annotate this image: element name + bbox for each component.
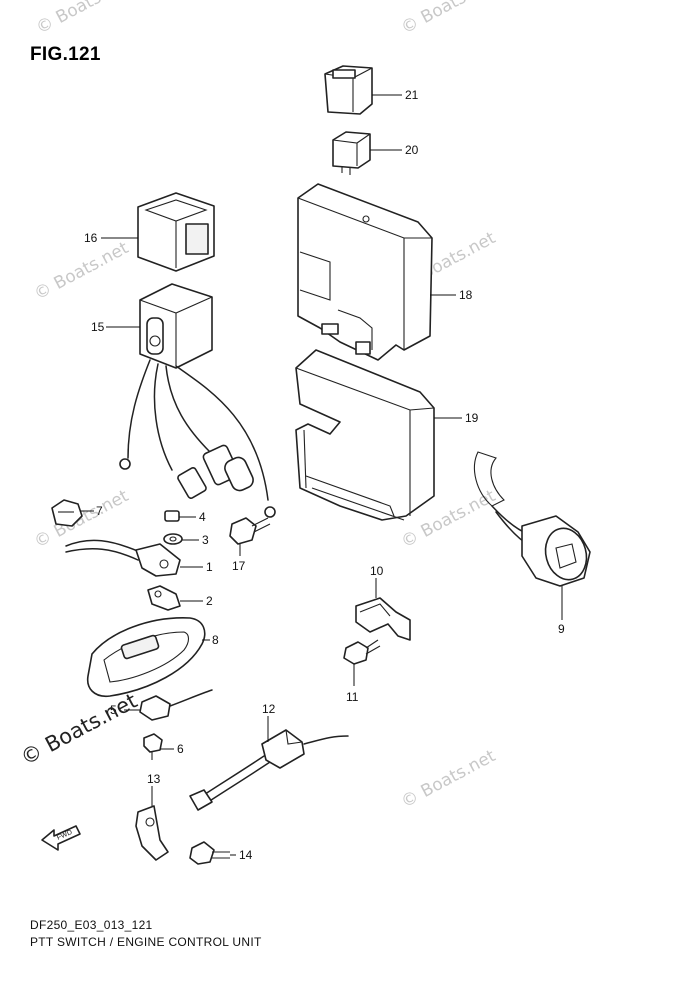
callout-18: 18 [459, 288, 473, 302]
callout-2: 2 [206, 594, 213, 608]
part-11-bolt: 11 [343, 639, 381, 704]
callout-1: 1 [206, 560, 213, 574]
watermark: © Boats.net [398, 0, 499, 38]
watermark: © Boats.net [398, 746, 499, 813]
part-8-housing: 8 [86, 617, 219, 698]
watermark: © Boats.net [33, 0, 134, 38]
callout-16: 16 [84, 231, 98, 245]
part-4-bolt: 4 [164, 510, 206, 524]
part-15-harness: 15 [91, 283, 276, 518]
part-16-cover: 16 [84, 192, 215, 272]
part-18-ecu: 18 [297, 183, 473, 361]
part-1-sensor: 1 [65, 539, 213, 577]
callout-19: 19 [465, 411, 479, 425]
part-12-harness: 12 [189, 702, 349, 811]
callout-8: 8 [212, 633, 219, 647]
callout-9: 9 [558, 622, 565, 636]
figure-name: PTT SWITCH / ENGINE CONTROL UNIT [30, 935, 262, 949]
callout-20: 20 [405, 143, 419, 157]
part-14-bolt: 14 [189, 841, 253, 865]
callout-5: 5 [110, 703, 117, 717]
forward-arrow-icon: FWD [41, 825, 81, 851]
part-17-bolt: 17 [229, 517, 271, 573]
callout-13: 13 [147, 772, 161, 786]
part-21-relay: 21 [324, 65, 419, 115]
part-10-bracket: 10 [355, 564, 411, 641]
callout-17: 17 [232, 559, 246, 573]
part-13-clamp: 13 [135, 772, 169, 861]
part-20-relay: 20 [332, 131, 419, 175]
part-2-bracket: 2 [147, 585, 213, 611]
callout-4: 4 [199, 510, 206, 524]
part-9-ptt-switch: 9 [474, 451, 591, 636]
part-5-switch: 5 [110, 689, 213, 721]
part-6-screw: 6 [143, 733, 184, 760]
watermark: © Boats.net [31, 238, 132, 305]
callout-21: 21 [405, 88, 419, 102]
figure-code: DF250_E03_013_121 [30, 918, 153, 932]
part-7-clip: 7 [51, 499, 103, 527]
watermark: © Boats.net [31, 486, 132, 553]
callout-6: 6 [177, 742, 184, 756]
callout-10: 10 [370, 564, 384, 578]
part-3-washer: 3 [163, 533, 209, 547]
callout-14: 14 [239, 848, 253, 862]
callout-12: 12 [262, 702, 276, 716]
callout-11: 11 [346, 690, 359, 704]
callout-15: 15 [91, 320, 105, 334]
figure-title: FIG.121 [30, 44, 101, 65]
part-19-holder: 19 [295, 349, 479, 521]
callout-7: 7 [96, 504, 103, 518]
callout-3: 3 [202, 533, 209, 547]
